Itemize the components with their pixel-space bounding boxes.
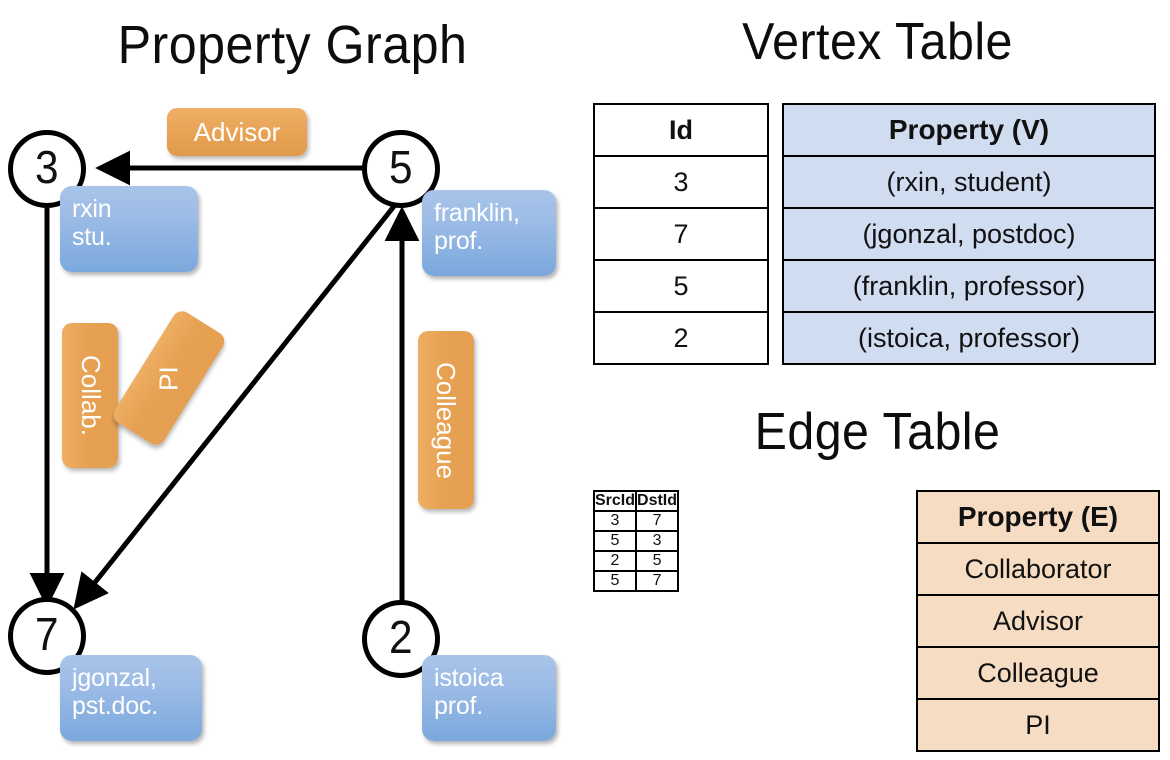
page-title-property-graph: Property Graph (117, 15, 468, 75)
edge-table-src-dst-columns: SrcId DstId 3 7 5 3 2 5 5 7 (592, 490, 680, 592)
edge-table-cell-property: Colleague (916, 646, 1160, 700)
edge-table-header-srcid: SrcId (592, 490, 638, 512)
table-row[interactable]: (istoica, professor) (782, 311, 1156, 365)
graph-edges-svg (29, 150, 420, 610)
edge-label-colleague-text: Colleague (431, 361, 462, 479)
edge-table-cell-dstid: 7 (635, 570, 680, 592)
vertex-table-id-column: Id 3 7 5 2 (593, 103, 769, 365)
table-row[interactable]: 5 (593, 259, 769, 313)
vertex-property-box-7-line1: jgonzal, (72, 664, 157, 692)
table-row[interactable]: Advisor (916, 594, 1160, 648)
graph-node-3-label: 3 (35, 141, 59, 193)
table-row[interactable]: 5 7 (592, 570, 680, 592)
table-row[interactable]: (rxin, student) (782, 155, 1156, 209)
table-row[interactable]: 3 (593, 155, 769, 209)
edge-5-to-7 (73, 203, 397, 610)
vertex-property-box-2-line2: prof. (434, 692, 484, 720)
edge-label-colleague[interactable]: Colleague (418, 331, 474, 509)
edge-label-pi-text: PI (153, 365, 184, 391)
vertex-table-cell-id: 3 (593, 155, 769, 209)
table-header-row: SrcId DstId (592, 490, 680, 512)
vertex-table-header-id: Id (593, 103, 769, 157)
table-row[interactable]: 3 7 (592, 510, 680, 532)
table-header-row: Id (593, 103, 769, 157)
graph-node-5-label: 5 (389, 141, 413, 193)
vertex-table-cell-id: 7 (593, 207, 769, 261)
edge-label-collab-text: Collab. (75, 355, 106, 436)
graph-node-7-label: 7 (35, 608, 59, 660)
table-row[interactable]: 2 (593, 311, 769, 365)
graph-node-5[interactable]: 5 (362, 130, 440, 208)
edge-label-advisor-text: Advisor (193, 116, 281, 147)
table-header-row: Property (E) (916, 490, 1160, 544)
edge-table-cell-dstid: 5 (635, 550, 680, 572)
page-title-vertex-table: Vertex Table (742, 13, 1013, 71)
table-row[interactable]: PI (916, 698, 1160, 752)
vertex-table-cell-property: (franklin, professor) (782, 259, 1156, 313)
edge-table-cell-property: PI (916, 698, 1160, 752)
edge-table-cell-property: Collaborator (916, 542, 1160, 596)
edge-table-header-property: Property (E) (916, 490, 1160, 544)
property-graph-diagram: 3 5 7 2 rxin stu. franklin, prof. jgonza… (8, 108, 556, 741)
vertex-table-cell-property: (rxin, student) (782, 155, 1156, 209)
edge-table-cell-srcid: 3 (592, 510, 638, 532)
edge-table-cell-dstid: 3 (635, 530, 680, 552)
graph-node-2-label: 2 (389, 611, 413, 663)
vertex-table-cell-property: (jgonzal, postdoc) (782, 207, 1156, 261)
table-row[interactable]: Colleague (916, 646, 1160, 700)
vertex-property-box-5[interactable]: franklin, prof. (422, 190, 556, 276)
edge-table-cell-dstid: 7 (635, 510, 680, 532)
vertex-property-box-3[interactable]: rxin stu. (60, 186, 198, 272)
vertex-property-box-7-line2: pst.doc. (72, 692, 158, 720)
graph-node-2[interactable]: 2 (362, 600, 440, 678)
vertex-property-box-3-line2: stu. (72, 223, 112, 251)
edge-table-cell-property: Advisor (916, 594, 1160, 648)
vertex-table-cell-id: 5 (593, 259, 769, 313)
vertex-table-header-property: Property (V) (782, 103, 1156, 157)
edge-label-advisor[interactable]: Advisor (167, 108, 307, 156)
vertex-table-cell-property: (istoica, professor) (782, 311, 1156, 365)
vertex-property-box-2[interactable]: istoica prof. (422, 655, 556, 741)
vertex-property-box-2-line1: istoica (434, 664, 504, 692)
edge-table-cell-srcid: 2 (592, 550, 638, 572)
table-row[interactable]: (jgonzal, postdoc) (782, 207, 1156, 261)
vertex-property-box-7[interactable]: jgonzal, pst.doc. (60, 655, 202, 741)
table-header-row: Property (V) (782, 103, 1156, 157)
vertex-property-box-3-line1: rxin (72, 195, 112, 223)
vertex-property-box-5-line2: prof. (434, 227, 484, 255)
vertex-property-box-5-line1: franklin, (434, 199, 520, 227)
table-row[interactable]: (franklin, professor) (782, 259, 1156, 313)
table-row[interactable]: 5 3 (592, 530, 680, 552)
edge-table-cell-srcid: 5 (592, 570, 638, 592)
page-title-edge-table: Edge Table (754, 403, 1001, 461)
edge-table-header-dstid: DstId (635, 490, 680, 512)
table-row[interactable]: 7 (593, 207, 769, 261)
table-row[interactable]: 2 5 (592, 550, 680, 572)
edge-table-property-column: Property (E) Collaborator Advisor Collea… (916, 490, 1160, 752)
edge-table-cell-srcid: 5 (592, 530, 638, 552)
vertex-table-property-column: Property (V) (rxin, student) (jgonzal, p… (782, 103, 1156, 365)
table-row[interactable]: Collaborator (916, 542, 1160, 596)
vertex-table-cell-id: 2 (593, 311, 769, 365)
edge-label-collab[interactable]: Collab. (62, 323, 118, 468)
